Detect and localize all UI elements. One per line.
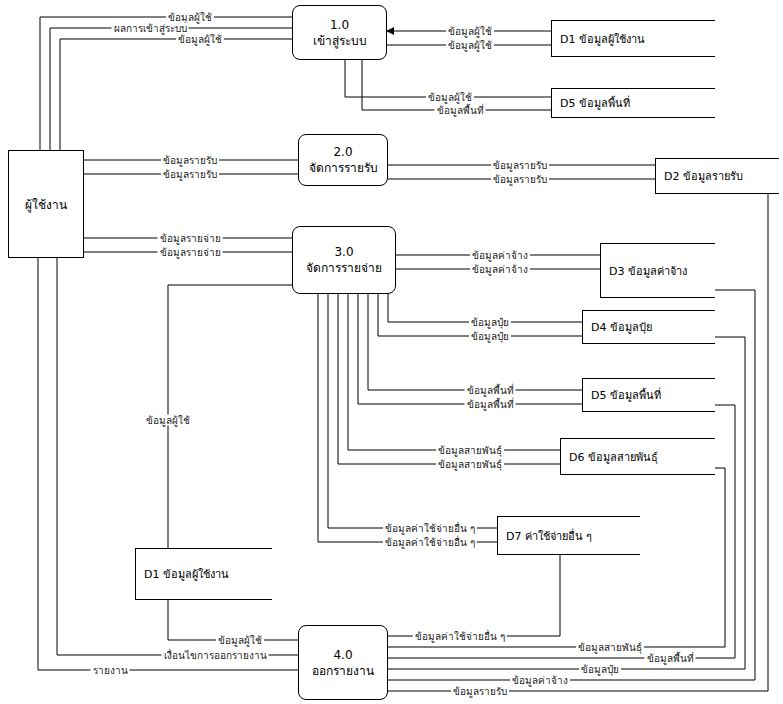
flow-label: ข้อมูลรายจ่าย [158, 247, 223, 258]
process-number: 1.0 [330, 17, 349, 33]
data-store: D2 ข้อมูลรายรับ [655, 158, 779, 194]
flow-label: ข้อมูลรายรับ [161, 155, 219, 166]
data-store: D1 ข้อมูลผู้ใช้งาน [551, 20, 715, 57]
flow-label: เงื่อนไขการออกรายงาน [162, 650, 269, 661]
process-number: 4.0 [333, 647, 352, 663]
flow-label: ข้อมูลค่าใช้จ่ายอื่น ๆ [383, 537, 477, 548]
data-flow [388, 194, 768, 691]
data-store: D5 ข้อมูลพื้นที่ [551, 88, 715, 118]
flow-label: ข้อมูลสายพันธุ์ [576, 642, 644, 653]
flow-label: ข้อมูลปุ๋ย [469, 331, 511, 342]
process-box: 4.0ออกรายงาน [298, 625, 388, 700]
data-flow [38, 258, 298, 670]
process-number: 3.0 [334, 244, 353, 260]
data-store: D7 ค่าใช้จ่ายอื่น ๆ [497, 516, 640, 555]
flow-label: ข้อมูลพื้นที่ [645, 653, 696, 664]
process-box: 2.0จัดการรายรับ [298, 134, 388, 186]
flow-label: ข้อมูลผู้ใช้ [446, 26, 494, 37]
data-store: D4 ข้อมูลปุ๋ย [582, 310, 715, 344]
store-name: D2 ข้อมูลรายรับ [664, 167, 743, 185]
data-flow [388, 555, 560, 636]
data-store: D3 ข้อมูลค่าจ้าง [600, 243, 715, 298]
data-flow [358, 294, 582, 404]
flow-label: ข้อมูลผู้ใช้ [216, 635, 264, 646]
flow-label: ข้อมูลพื้นที่ [465, 399, 516, 410]
data-store: D5 ข้อมูลพื้นที่ [582, 378, 715, 412]
data-flow [338, 294, 560, 464]
flow-label: ข้อมูลค่าจ้าง [470, 250, 530, 261]
flow-label: ข้อมูลรายรับ [161, 169, 219, 180]
data-flow [362, 60, 551, 110]
flow-label: รายงาน [91, 665, 130, 676]
process-name: ออกรายงาน [312, 663, 374, 679]
process-box: 3.0จัดการรายจ่าย [292, 226, 396, 294]
flow-label: ข้อมูลรายจ่าย [158, 233, 223, 244]
flow-label: ข้อมูลพื้นที่ [435, 105, 486, 116]
flow-label: ข้อมูลรายรับ [451, 686, 509, 697]
flow-label: ข้อมูลผู้ใช้ [144, 415, 192, 426]
data-flow [388, 290, 755, 680]
flow-label: ข้อมูลค่าจ้าง [510, 675, 570, 686]
data-flow [368, 294, 582, 390]
store-name: D3 ข้อมูลค่าจ้าง [609, 262, 687, 280]
external-entity: ผู้ใช้งาน [8, 150, 84, 258]
flow-label: ข้อมูลค่าจ้าง [470, 264, 530, 275]
process-name: จัดการรายรับ [309, 160, 378, 176]
flow-label: ข้อมูลค่าใช้จ่ายอื่น ๆ [383, 523, 477, 534]
flow-label: ข้อมูลผู้ใช้ [176, 34, 224, 45]
store-name: D4 ข้อมูลปุ๋ย [591, 318, 652, 336]
flow-label: ข้อมูลผู้ใช้ [166, 12, 214, 23]
data-flow [50, 28, 292, 150]
process-name: จัดการรายจ่าย [306, 260, 382, 276]
flow-label: ข้อมูลปุ๋ย [469, 317, 511, 328]
flow-label: ข้อมูลพื้นที่ [465, 385, 516, 396]
data-flow [328, 294, 497, 528]
flow-label: ข้อมูลรายรับ [491, 174, 549, 185]
data-flow [348, 294, 560, 450]
process-box: 1.0เข้าสู่ระบบ [292, 5, 387, 60]
data-store: D6 ข้อมูลสายพันธุ์ [560, 438, 715, 475]
store-name: D6 ข้อมูลสายพันธุ์ [569, 448, 658, 466]
flow-label: ข้อมูลสายพันธุ์ [436, 459, 504, 470]
store-name: D1 ข้อมูลผู้ใช้งาน [144, 565, 229, 583]
store-name: D5 ข้อมูลพื้นที่ [560, 94, 630, 112]
flow-label: ข้อมูลรายรับ [491, 160, 549, 171]
store-name: D7 ค่าใช้จ่ายอื่น ๆ [506, 527, 592, 545]
process-number: 2.0 [333, 144, 352, 160]
entity-name: ผู้ใช้งาน [25, 195, 67, 214]
flow-label: ข้อมูลผู้ใช้ [426, 92, 474, 103]
data-flow [388, 337, 745, 669]
flow-label: ข้อมูลสายพันธุ์ [436, 445, 504, 456]
flow-label: ข้อมูลผู้ใช้ [446, 40, 494, 51]
store-name: D1 ข้อมูลผู้ใช้งาน [560, 30, 645, 48]
data-store: D1 ข้อมูลผู้ใช้งาน [135, 548, 272, 600]
data-flow [40, 17, 292, 150]
data-flow [388, 468, 725, 647]
flow-label: ผลการเข้าสู่ระบบ [112, 23, 189, 34]
flow-label: ข้อมูลปุ๋ย [579, 664, 621, 675]
process-name: เข้าสู่ระบบ [313, 33, 367, 49]
data-flow [57, 258, 298, 655]
data-flow [60, 39, 292, 150]
store-name: D5 ข้อมูลพื้นที่ [591, 386, 661, 404]
flow-label: ข้อมูลค่าใช้จ่ายอื่น ๆ [413, 631, 507, 642]
